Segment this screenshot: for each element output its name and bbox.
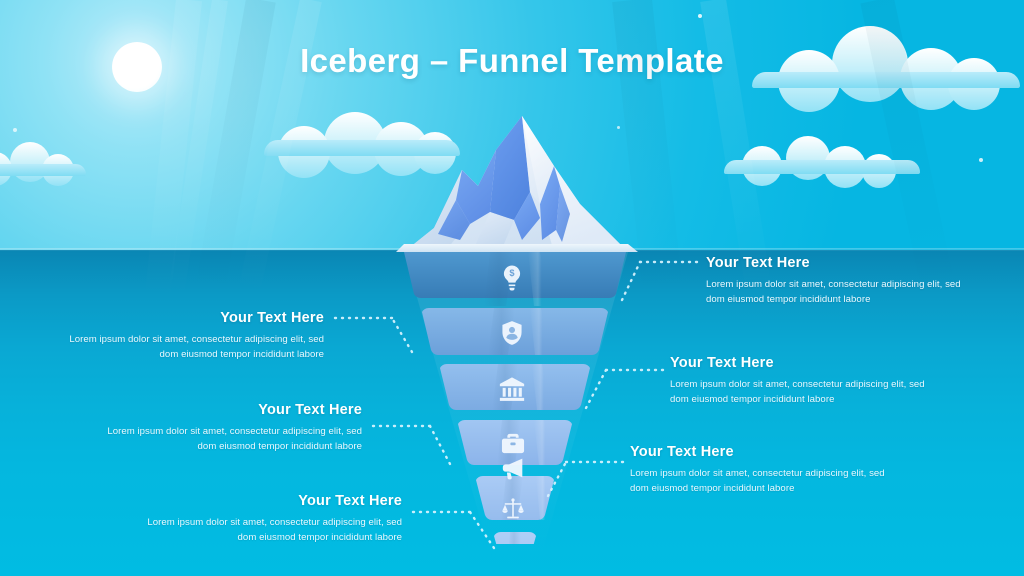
cloud-mid-right: [724, 136, 920, 188]
callout-4-body: Lorem ipsum dolor sit amet, consectetur …: [107, 426, 362, 453]
callout-3-body: Lorem ipsum dolor sit amet, consectetur …: [670, 379, 925, 406]
iceberg-peak: [404, 116, 628, 252]
funnel-icon-megaphone: [500, 455, 526, 481]
funnel-segment-5: [476, 475, 554, 520]
callout-2-body: Lorem ipsum dolor sit amet, consectetur …: [69, 334, 324, 361]
callout-6-body: Lorem ipsum dolor sit amet, consectetur …: [147, 517, 402, 544]
sun-icon: [112, 42, 162, 92]
funnel-icon-scales-justice: [501, 497, 525, 521]
callout-5-body: Lorem ipsum dolor sit amet, consectetur …: [630, 468, 885, 495]
callout-5-heading: Your Text Here: [630, 444, 734, 460]
callout-3: Your Text Here Lorem ipsum dolor sit ame…: [670, 355, 938, 408]
page-title: Iceberg – Funnel Template: [300, 42, 724, 79]
callout-4: Your Text Here Lorem ipsum dolor sit ame…: [94, 402, 362, 455]
callout-5: Your Text Here Lorem ipsum dolor sit ame…: [630, 444, 898, 497]
funnel-icon-shield-person: [498, 319, 526, 347]
sparkle-dot: [13, 128, 17, 132]
callout-1-heading: Your Text Here: [706, 255, 810, 271]
callout-4-heading: Your Text Here: [258, 402, 362, 418]
callout-6: Your Text Here Lorem ipsum dolor sit ame…: [134, 493, 402, 546]
callout-6-heading: Your Text Here: [298, 493, 402, 509]
cloud-top-right: [752, 26, 1020, 112]
callout-2-heading: Your Text Here: [220, 310, 324, 326]
callout-1: Your Text Here Lorem ipsum dolor sit ame…: [706, 255, 974, 308]
sparkle-dot: [617, 126, 620, 129]
callout-2: Your Text Here Lorem ipsum dolor sit ame…: [56, 310, 324, 363]
sparkle-dot: [698, 14, 702, 18]
funnel-icon-bank-building: [498, 375, 526, 403]
sparkle-dot: [979, 158, 983, 162]
funnel-segment-6: [494, 531, 536, 544]
cloud-center: [264, 112, 460, 178]
funnel-icon-briefcase: [500, 431, 526, 457]
callout-3-heading: Your Text Here: [670, 355, 774, 371]
funnel-icon-lightbulb-dollar: $: [497, 263, 527, 293]
cloud-left-edge: [0, 142, 86, 186]
svg-text:$: $: [509, 268, 515, 278]
callout-1-body: Lorem ipsum dolor sit amet, consectetur …: [706, 279, 961, 306]
